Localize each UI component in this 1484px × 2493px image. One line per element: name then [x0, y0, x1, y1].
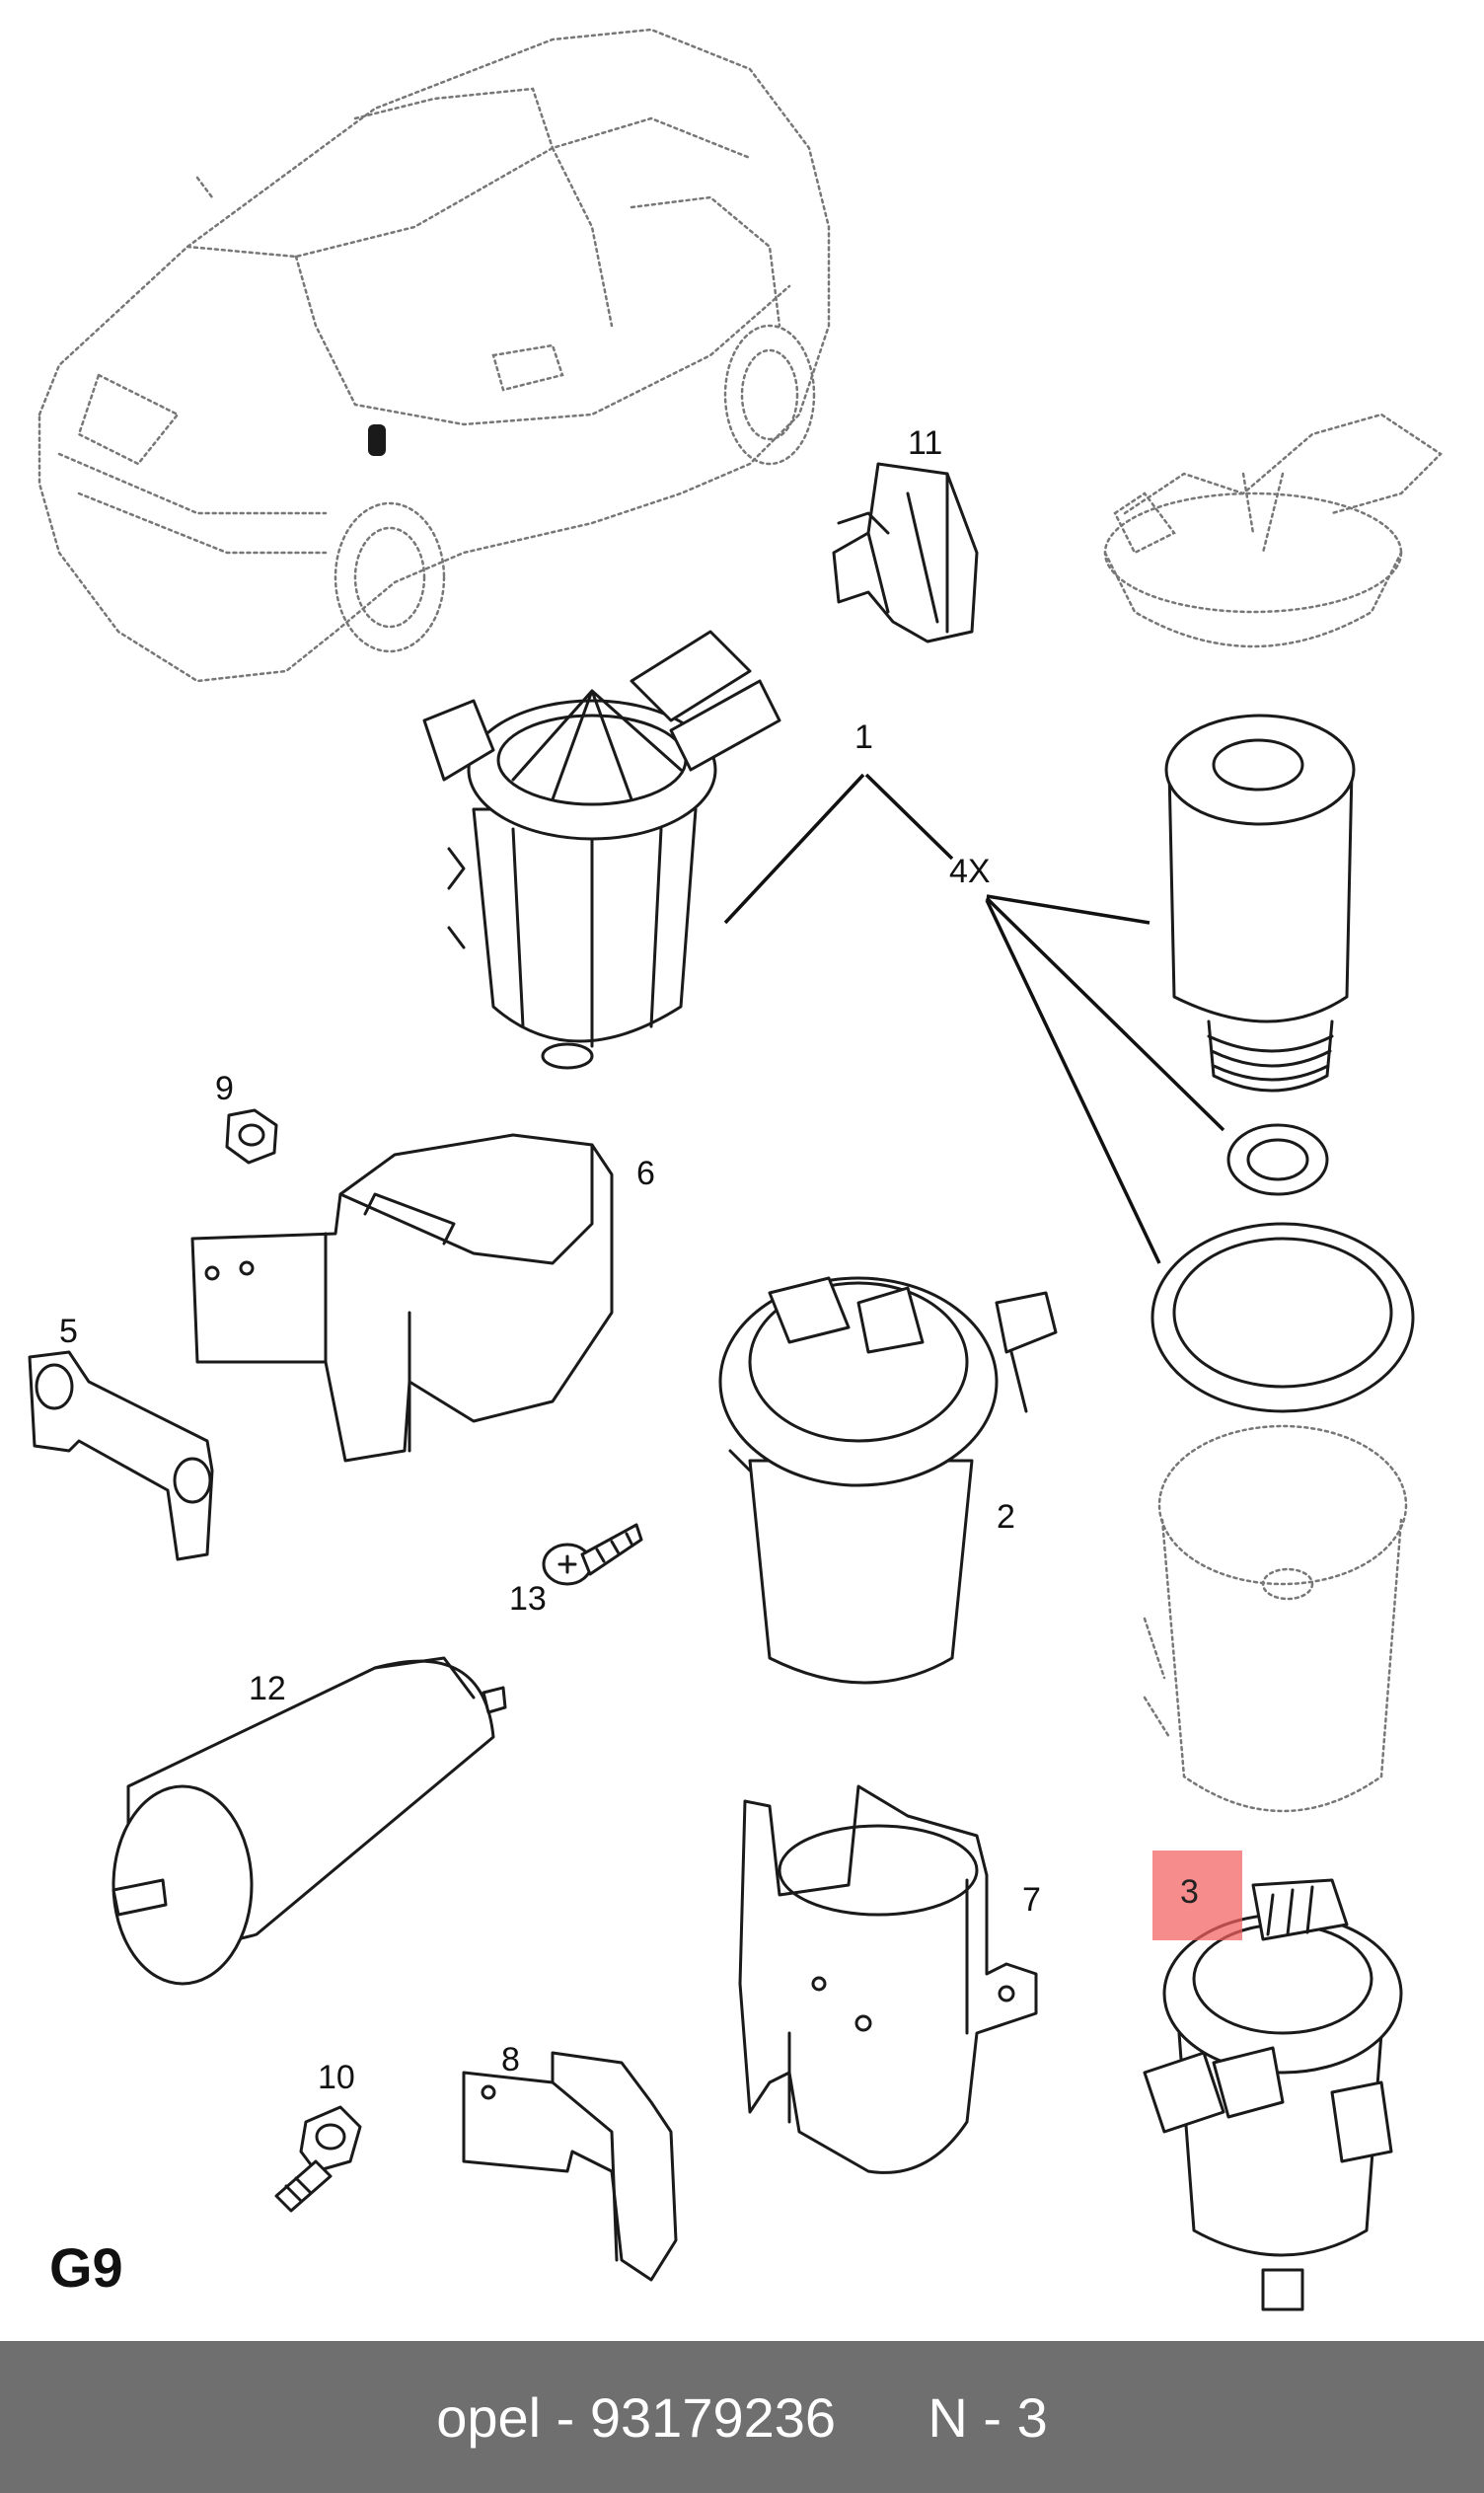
part-9-nut	[225, 1108, 278, 1165]
part-10-bolt	[274, 2105, 362, 2213]
part-11-clip	[832, 462, 979, 643]
callout-11: 11	[908, 424, 943, 462]
callout-1: 1	[854, 718, 873, 756]
callout-10: 10	[318, 2059, 355, 2096]
part-5-plate	[28, 1350, 214, 1561]
leader-lines	[723, 773, 1225, 1264]
callout-6: 6	[636, 1155, 655, 1192]
callout-12: 12	[249, 1670, 286, 1707]
vehicle-outline	[37, 28, 831, 683]
callout-9: 9	[215, 1070, 234, 1107]
part-1-filter-assembly	[422, 630, 781, 1070]
callout-7: 7	[1022, 1881, 1041, 1919]
callout-4x: 4X	[949, 853, 991, 890]
section-code: G9	[49, 2236, 123, 2299]
part-12-inline-filter	[111, 1656, 507, 1986]
callout-13: 13	[509, 1580, 547, 1618]
callout-2: 2	[997, 1498, 1015, 1536]
part-8-small-bracket	[462, 2051, 678, 2282]
footer-caption: opel - 93179236 N - 3	[436, 2385, 1048, 2449]
exploded-parts-diagram	[28, 28, 1443, 2311]
part-4-small-o-ring	[1226, 1123, 1329, 1196]
part-7-cup-bracket	[738, 1784, 1038, 2174]
ghost-filter-head	[1103, 413, 1443, 648]
ghost-filter-bowl	[1143, 1424, 1408, 1813]
part-4-large-o-ring	[1150, 1222, 1415, 1413]
part-4-filter-element	[1164, 714, 1356, 1093]
part-2-filter-housing	[718, 1276, 1058, 1685]
footer-bar: opel - 93179236 N - 3	[0, 2341, 1484, 2493]
callout-5: 5	[59, 1313, 78, 1350]
fuel-filter-location-marker	[368, 424, 386, 456]
highlighted-part-marker	[1152, 1851, 1242, 1940]
part-3-filter-with-heater	[1143, 1878, 1403, 2311]
part-13-screw	[542, 1523, 643, 1586]
part-6-bracket	[190, 1133, 614, 1463]
callout-8: 8	[501, 2041, 520, 2078]
callout-3: 3	[1180, 1873, 1199, 1911]
